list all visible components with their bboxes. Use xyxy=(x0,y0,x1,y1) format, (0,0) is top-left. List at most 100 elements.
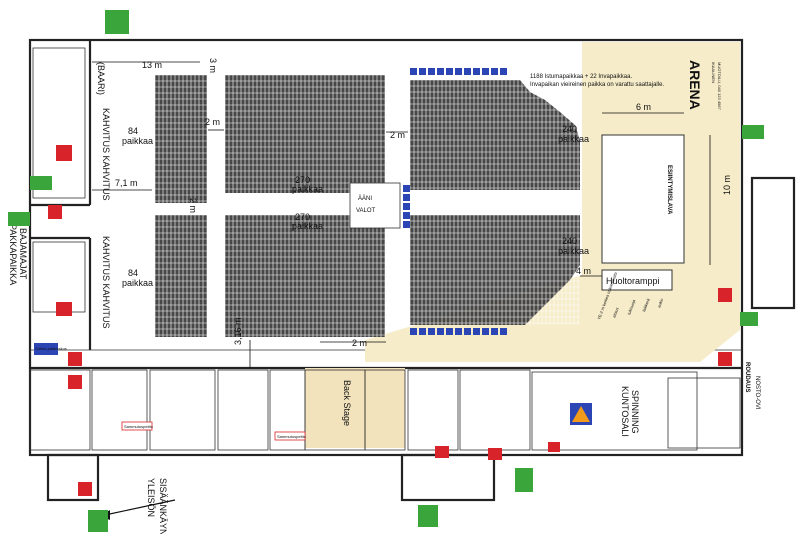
safety-note-3: tukisuoja xyxy=(626,298,636,315)
fire-extinguisher-icon xyxy=(718,352,732,366)
exit-signs xyxy=(8,10,764,532)
exit-sign-icon xyxy=(30,176,52,190)
huoltoramppi-label: Huoltoramppi xyxy=(606,276,660,286)
accessible-seat-icon xyxy=(403,203,410,210)
fire-extinguisher-icon xyxy=(68,352,82,366)
accessible-seat-icon xyxy=(403,221,410,228)
seats-240-bottom-count: 240 xyxy=(562,236,577,246)
safety-note-5: aukio xyxy=(656,297,664,308)
sammutuspeitto-box-2 xyxy=(274,431,306,441)
accessible-seat-icon xyxy=(464,68,471,75)
accessible-seat-icon xyxy=(500,328,507,335)
dim-2m-right: 2 m xyxy=(390,130,405,140)
fire-extinguisher-icon xyxy=(68,375,82,389)
accessible-seat-icon xyxy=(473,68,480,75)
exit-sign-icon xyxy=(105,10,129,34)
dim-3m-top: 3 m xyxy=(208,58,218,73)
accessible-seat-icon xyxy=(482,328,489,335)
accessible-seat-icon xyxy=(446,68,453,75)
dim-10m: 10 m xyxy=(722,175,732,195)
fire-extinguisher-icon xyxy=(78,482,92,496)
accessible-seats-top xyxy=(410,68,507,75)
dim-71m: 7,1 m xyxy=(115,178,138,188)
dim-4m: 4 m xyxy=(576,266,591,276)
seating-left-top xyxy=(155,75,207,203)
exit-sign-icon xyxy=(418,505,438,527)
fire-extinguisher-icon xyxy=(718,288,732,302)
esiintymislava-label: ESIINTYMISLAVA xyxy=(666,165,672,215)
seats-240-top-unit: paikkaa xyxy=(558,134,589,144)
accessible-seats-bottom xyxy=(410,328,507,335)
entrance-arrow xyxy=(104,499,176,516)
dim-316m: 3,16 m xyxy=(233,317,243,345)
fire-extinguisher-icon xyxy=(56,302,72,316)
accessible-seat-icon xyxy=(446,328,453,335)
exit-sign-icon xyxy=(8,212,30,226)
seats-84-top-count: 84 xyxy=(128,126,138,136)
accessible-seat-icon xyxy=(482,68,489,75)
accessible-seat-icon xyxy=(455,68,462,75)
arena-line1: IKAALINEN xyxy=(711,62,716,83)
sahkopaakeskus-box xyxy=(34,343,58,355)
kuntosali-label: KUNTOSALI xyxy=(620,386,630,437)
roudaus-label: ROUDAUS xyxy=(744,362,750,392)
accessible-seat-icon xyxy=(410,328,417,335)
dim-2m-left: 2 m xyxy=(205,117,220,127)
bottom-rooms xyxy=(29,369,741,451)
accessible-seat-icon xyxy=(419,328,426,335)
seats-240-bottom-unit: paikkaa xyxy=(558,246,589,256)
sammutuspeitto-box-1 xyxy=(121,421,153,431)
arena-brand: ARENA xyxy=(687,60,703,110)
fire-extinguisher-icon xyxy=(48,205,62,219)
accessible-seat-icon xyxy=(403,212,410,219)
nosto-ovi-label: NOSTO-OVI xyxy=(754,376,760,410)
fire-extinguisher-icon xyxy=(435,446,449,458)
sahkopaakeskus-label: Sähkö-pääkeskus xyxy=(35,346,67,351)
huoltoramppi-box xyxy=(601,269,673,291)
seats-84-top-unit: paikkaa xyxy=(122,136,153,146)
sammutuspeitto-label-1: Sammutuspeitto xyxy=(124,424,154,429)
exit-sign-icon xyxy=(740,312,758,326)
accessible-seat-icon xyxy=(491,68,498,75)
back-stage-label: Back Stage xyxy=(342,380,352,426)
ylesion-label: YLEISÖN xyxy=(146,478,156,517)
seats-270-top-count: 270 xyxy=(295,175,310,185)
seats-240-top-count: 240 xyxy=(562,124,577,134)
exit-sign-icon xyxy=(88,510,108,532)
seat-grid xyxy=(154,74,580,337)
tupakka-label: TUPAKKAPAIKKA xyxy=(8,212,18,285)
accessible-seat-icon xyxy=(410,68,417,75)
fire-extinguisher-icon xyxy=(548,442,560,452)
safety-note-4: laikkerä xyxy=(641,297,651,312)
fire-extinguisher-icon xyxy=(488,448,502,460)
accessible-seat-icon xyxy=(491,328,498,335)
seating-right-top xyxy=(410,80,580,190)
accessible-seats-sound xyxy=(403,185,410,228)
seating-left-bottom xyxy=(155,215,207,337)
dimension-lines xyxy=(92,61,711,368)
stage xyxy=(601,134,685,264)
safety-note-2: aitaus xyxy=(611,307,619,319)
valot-label: VALOT xyxy=(356,208,376,214)
dim-13m: 13 m xyxy=(142,60,162,70)
spinning-label: SPINNING xyxy=(630,390,640,434)
capacity-info-line1: 1188 Istumapaikkaa + 22 Invapaikkaa. xyxy=(530,74,632,80)
sammutuspeitto-label-2: Sammutuspeitto xyxy=(277,434,307,439)
accessible-seat-icon xyxy=(500,68,507,75)
kahvitus-top-label: KAHVITUS KAHVITUS xyxy=(101,108,111,201)
exit-sign-icon xyxy=(515,468,533,492)
fire-equipment xyxy=(48,145,732,496)
seats-270-top-unit: paikkaa xyxy=(292,184,323,194)
seats-270-bottom-unit: paikkaa xyxy=(292,221,323,231)
sisaankaynti-label: SISÄÄNKÄYNTI xyxy=(158,478,168,534)
sound-booth xyxy=(349,182,401,229)
accessible-seat-icon xyxy=(403,185,410,192)
kahvitus-bottom-label: KAHVITUS KAHVITUS xyxy=(101,236,111,329)
exit-sign-icon xyxy=(742,125,764,139)
dim-2m-bottom: 2 m xyxy=(352,338,367,348)
dim-6m: 6 m xyxy=(636,102,651,112)
accessible-seat-icon xyxy=(428,328,435,335)
accessible-seat-icon xyxy=(428,68,435,75)
aani-label: ÄÄNI xyxy=(358,195,372,202)
